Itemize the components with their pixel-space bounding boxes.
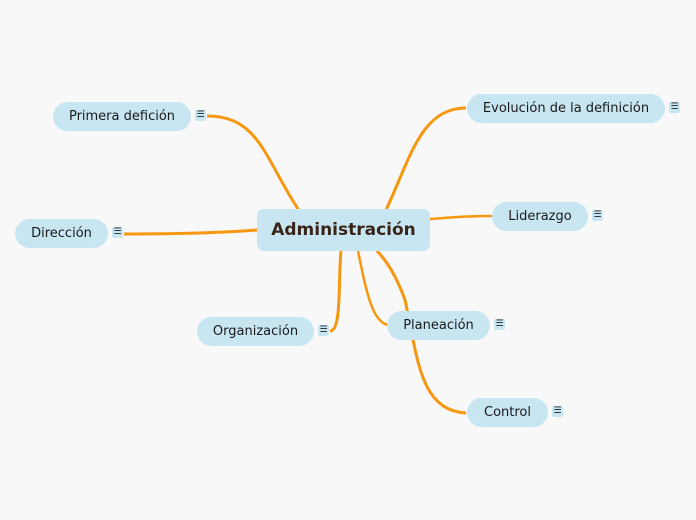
notes-icon[interactable]: ☰ (318, 325, 329, 336)
topic-label: Control (484, 405, 531, 420)
topic-label: Primera defición (68, 109, 176, 124)
notes-icon[interactable]: ☰ (592, 210, 603, 221)
topic-primera-deficion[interactable]: Primera defición (53, 102, 191, 131)
connector-liderazgo (429, 214, 493, 221)
connector-evolucion (383, 106, 467, 213)
topic-label: Liderazgo (508, 209, 572, 224)
connector-organizacion (329, 250, 343, 333)
topic-label: Evolución de la definición (482, 101, 650, 116)
topic-organizacion[interactable]: Organización (197, 317, 314, 346)
topic-liderazgo[interactable]: Liderazgo (492, 202, 588, 231)
notes-icon[interactable]: ☰ (552, 406, 563, 417)
central-topic[interactable]: Administración (257, 209, 430, 251)
connector-direccion (123, 228, 258, 236)
topic-control[interactable]: Control (467, 398, 548, 427)
notes-icon[interactable]: ☰ (112, 227, 123, 238)
topic-planeacion[interactable]: Planeación (387, 311, 490, 340)
topic-label: Organización (212, 324, 299, 339)
topic-evolucion-de-la-definicion[interactable]: Evolución de la definición (467, 94, 665, 123)
topic-label: Planeación (403, 318, 474, 333)
notes-icon[interactable]: ☰ (195, 110, 206, 121)
topic-label: Dirección (31, 226, 92, 241)
notes-icon[interactable]: ☰ (669, 102, 680, 113)
topic-direccion[interactable]: Dirección (15, 219, 108, 248)
notes-icon[interactable]: ☰ (494, 319, 505, 330)
connector-primera (206, 114, 302, 213)
connector-planeacion (356, 250, 389, 327)
